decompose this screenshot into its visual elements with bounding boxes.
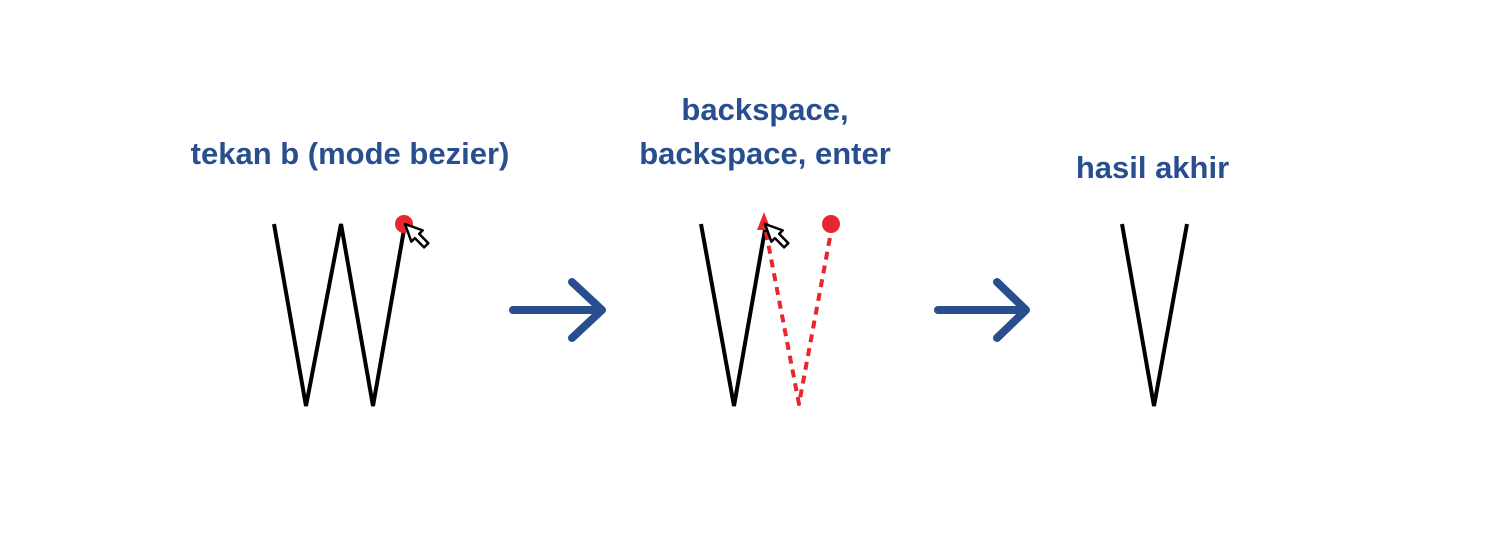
step-3-label-line-1: hasil akhir — [1075, 150, 1230, 185]
cursor-arrow-icon — [763, 222, 790, 249]
step-2-label-line-1: backspace, — [681, 92, 849, 127]
step-2-remaining-path — [699, 223, 768, 407]
step-2-label-line-2: backspace, enter — [639, 136, 891, 171]
right-arrow-icon — [509, 278, 606, 342]
step-2-deleted-path — [764, 231, 833, 406]
step-1-w-path — [272, 223, 407, 407]
step-3-label: hasil akhir — [1000, 146, 1305, 190]
right-arrow-icon — [934, 278, 1030, 342]
cursor-arrow-icon — [403, 222, 430, 249]
step-2-node-point — [822, 215, 840, 233]
step-1-label-line-1: tekan b (mode bezier) — [190, 136, 510, 171]
step-3-v-path — [1120, 223, 1189, 407]
step-2-label: backspace, backspace, enter — [565, 88, 965, 176]
step-1-label: tekan b (mode bezier) — [150, 132, 550, 176]
